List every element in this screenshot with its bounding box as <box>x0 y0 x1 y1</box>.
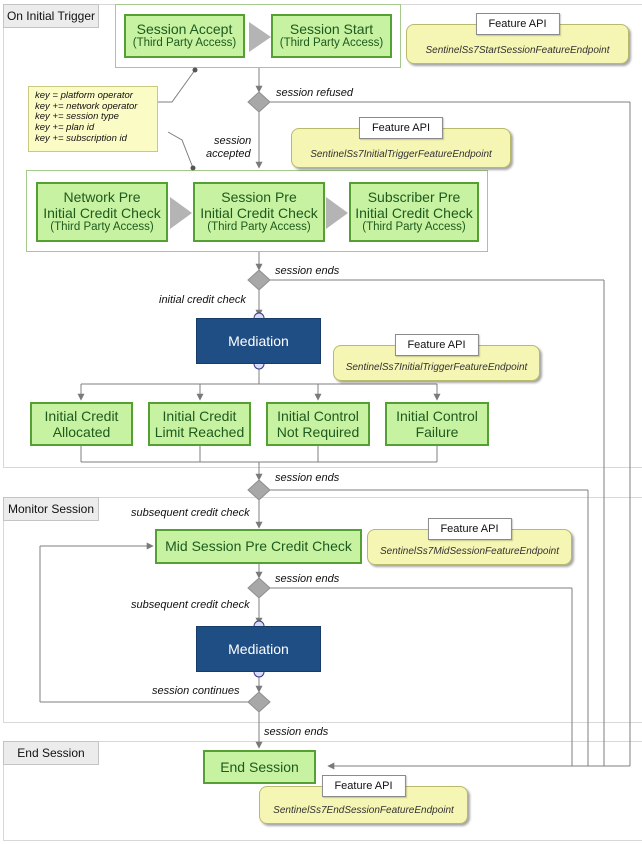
session-accept-title: Session Accept <box>136 21 233 38</box>
label-session-ends-3: session ends <box>275 573 340 585</box>
key-note-line: key = platform operator <box>35 90 133 101</box>
tab-on-initial-trigger: On Initial Trigger <box>3 4 99 28</box>
subscriber-pre-line2: Initial Credit Check <box>355 205 473 222</box>
end-session-box: End Session <box>203 750 316 784</box>
key-note-line: key += plan id <box>35 122 95 134</box>
feature-api-start-session: Feature API SentinelSs7StartSessionFeatu… <box>406 13 629 64</box>
feature-api-title: Feature API <box>321 775 406 797</box>
outcome-1-line2: Allocated <box>52 424 111 440</box>
label-subsequent-credit-check-2: subsequent credit check <box>131 599 250 611</box>
subscriber-pre-line1: Subscriber Pre <box>367 189 461 206</box>
outcome-1-line1: Initial Credit <box>44 407 119 424</box>
network-pre-line1: Network Pre <box>63 189 141 206</box>
mid-session-pre-credit-check-box: Mid Session Pre Credit Check <box>155 529 362 564</box>
session-start-title: Session Start <box>289 21 374 38</box>
label-session-ends-2: session ends <box>275 472 340 484</box>
label-session-ends-1: session ends <box>275 265 340 277</box>
session-pre-line2: Initial Credit Check <box>200 205 318 222</box>
session-start-box: Session Start (Third Party Access) <box>271 14 392 58</box>
feature-api-initial-trigger-top: Feature API SentinelSs7InitialTriggerFea… <box>291 117 511 168</box>
outcome-2-line1: Initial Credit <box>162 407 237 424</box>
subscriber-pre-sub: (Third Party Access) <box>362 221 466 234</box>
outcome-initial-credit-allocated: Initial Credit Allocated <box>30 402 133 446</box>
feature-api-endpoint: SentinelSs7StartSessionFeatureEndpoint <box>425 45 610 56</box>
feature-api-endpoint: SentinelSs7MidSessionFeatureEndpoint <box>380 546 559 557</box>
label-subsequent-credit-check-1: subsequent credit check <box>131 507 250 519</box>
mediation-box-initial: Mediation <box>196 318 321 364</box>
outcome-initial-control-failure: Initial Control Failure <box>385 402 489 446</box>
subscriber-pre-box: Subscriber Pre Initial Credit Check (Thi… <box>349 182 479 242</box>
session-accept-box: Session Accept (Third Party Access) <box>124 14 245 58</box>
outcome-4-line1: Initial Control <box>396 407 478 424</box>
session-pre-sub: (Third Party Access) <box>207 221 311 234</box>
section-monitor-session <box>3 497 642 723</box>
mediation-box-monitor: Mediation <box>196 626 321 672</box>
outcome-2-line2: Limit Reached <box>154 424 245 440</box>
feature-api-initial-trigger-mediation: Feature API SentinelSs7InitialTriggerFea… <box>333 334 540 381</box>
outcome-3-line2: Not Required <box>276 424 360 440</box>
feature-api-title: Feature API <box>358 117 444 139</box>
label-session-continues: session continues <box>152 685 240 697</box>
session-pre-line1: Session Pre <box>221 189 297 206</box>
outcome-4-line2: Failure <box>415 424 459 440</box>
end-session-label: End Session <box>220 758 299 775</box>
network-pre-box: Network Pre Initial Credit Check (Third … <box>36 182 168 242</box>
mid-session-label: Mid Session Pre Credit Check <box>165 538 352 555</box>
key-note: key = platform operator key += network o… <box>28 86 158 152</box>
network-pre-sub: (Third Party Access) <box>50 221 154 234</box>
label-session-refused: session refused <box>276 87 354 99</box>
key-note-line: key += subscription id <box>35 132 127 144</box>
feature-api-endpoint: SentinelSs7EndSessionFeatureEndpoint <box>273 805 454 816</box>
feature-api-title: Feature API <box>475 13 560 35</box>
label-session-accepted-2: accepted <box>206 148 251 160</box>
feature-api-endpoint: SentinelSs7InitialTriggerFeatureEndpoint <box>345 362 528 373</box>
label-initial-credit-check: initial credit check <box>159 294 246 306</box>
feature-api-title: Feature API <box>394 334 479 356</box>
outcome-3-line1: Initial Control <box>277 407 359 424</box>
feature-api-title: Feature API <box>427 518 512 540</box>
label-session-accepted-1: session <box>214 135 252 147</box>
feature-api-end-session: Feature API SentinelSs7EndSessionFeature… <box>259 775 468 824</box>
tab-end-session: End Session <box>3 741 99 765</box>
key-note-line: key += session type <box>35 111 119 123</box>
feature-api-mid-session: Feature API SentinelSs7MidSessionFeature… <box>367 518 572 565</box>
tab-monitor-session: Monitor Session <box>3 497 99 521</box>
session-accept-sub: (Third Party Access) <box>132 37 237 50</box>
network-pre-line2: Initial Credit Check <box>43 205 161 222</box>
session-start-sub: (Third Party Access) <box>279 37 384 50</box>
key-note-line: key += network operator <box>35 100 138 112</box>
outcome-initial-control-not-required: Initial Control Not Required <box>266 402 370 446</box>
outcome-initial-credit-limit-reached: Initial Credit Limit Reached <box>148 402 251 446</box>
session-pre-box: Session Pre Initial Credit Check (Third … <box>193 182 325 242</box>
feature-api-endpoint: SentinelSs7InitialTriggerFeatureEndpoint <box>310 149 492 160</box>
label-session-ends-4: session ends <box>264 726 329 738</box>
section-end-session <box>3 741 642 841</box>
